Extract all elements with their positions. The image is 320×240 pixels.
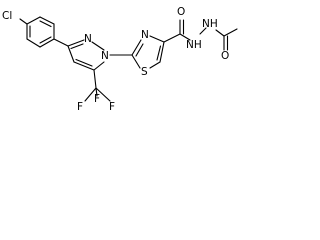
bond-tz-c5-s [149,61,161,69]
atom-s-thiazole: S [141,66,148,78]
bond-ph-inner-1 [39,20,52,28]
atom-f-right: F [109,101,115,113]
atom-f-left: F [77,101,83,113]
bond-ph-4 [39,38,55,48]
atom-n-pyrazole-2: N [84,33,92,45]
bond-ph-pyrazole [53,38,69,47]
bond-tz-n3-c4 [149,35,165,43]
bond-pz-c3-n2-double [70,43,84,50]
atom-cl: Cl [2,10,12,22]
bond-c5-cf3 [93,69,97,89]
bond-pz-c5-c4 [73,61,95,71]
bond-pz-n2-n1 [91,41,105,51]
bond-nh-nh [199,27,207,35]
bond-c4-carbonyl [163,33,181,43]
bond-carbonyl-nh [179,33,191,41]
bond-ph-2 [39,16,55,25]
atom-n-pyrazole-1: N [101,50,109,62]
bond-ph-inner-2 [39,36,52,44]
bond-pz-c3-n2 [67,39,85,47]
bond-tz-c4-c5-double [156,45,162,61]
bond-cf3-f-right [95,87,111,102]
atom-n-thiazole: N [141,29,149,41]
bond-nh-acetyl [215,29,225,37]
atom-nh-2: NH [202,18,218,30]
bond-cf3-f-top [95,87,98,97]
bond-acetyl-methyl [223,28,238,37]
bond-tz-c4-c5 [159,41,165,63]
atom-nh-1: NH [186,39,202,51]
bond-pz-n1-c5 [93,61,105,71]
bond-tz-c2-n3-double [135,43,144,57]
bond-ph-1 [26,16,41,25]
atom-o-acetyl: O [221,50,229,62]
bond-ph-5 [26,38,41,48]
bonds [19,16,238,102]
bond-c-cl [19,18,28,25]
bond-tz-s-c2 [131,54,141,69]
bond-pz-c4-c3 [67,45,75,63]
bond-pz-c5-c4-double [75,58,93,67]
chemical-structure: Cl N N N S O NH NH O F F F [2,6,238,113]
bond-tz-c2-n3 [131,39,142,56]
atom-labels: Cl N N N S O NH NH O F F F [2,6,229,113]
bond-cf3-f-left [84,87,97,102]
atom-f-top: F [94,93,100,105]
atom-o-amide: O [177,6,185,18]
